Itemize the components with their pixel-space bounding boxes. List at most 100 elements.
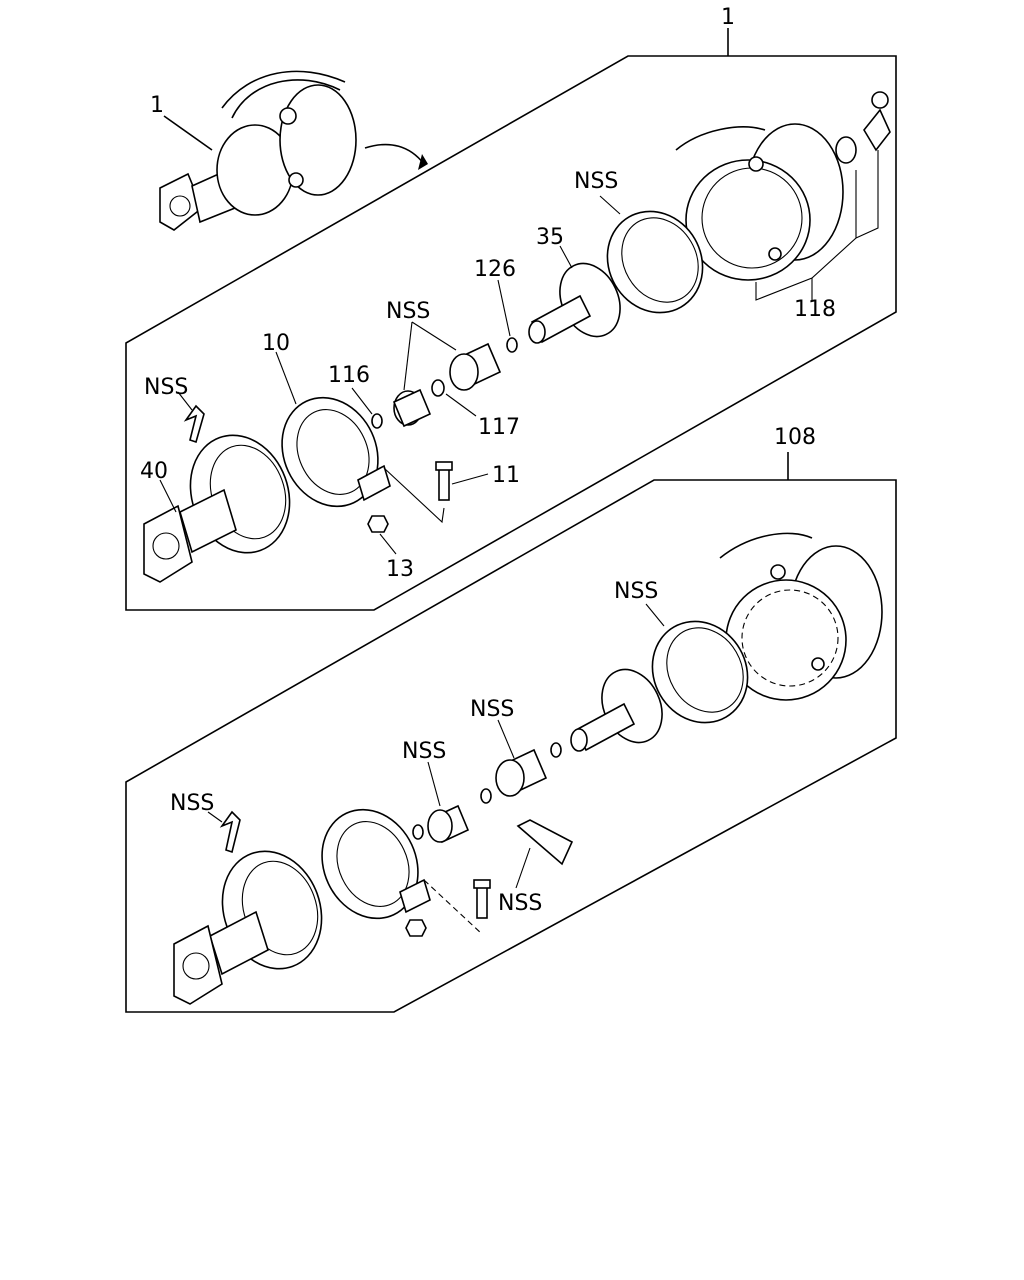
inset-housing-rear	[279, 84, 357, 196]
bottom-boot-front	[495, 759, 525, 797]
bottom-clamp-outer	[321, 808, 419, 920]
washer-126	[506, 337, 518, 353]
leader-nss-bush-b	[403, 321, 413, 391]
bottom-piston	[550, 668, 663, 758]
bottom-tube-flange-hole	[182, 952, 210, 980]
assembled-inset-view: 1	[150, 70, 428, 231]
leader-13	[379, 533, 397, 555]
label-nss-top-pin: NSS	[144, 375, 188, 400]
leader-40	[159, 479, 177, 513]
inset-fitting	[279, 107, 297, 125]
part-13-nut: 13	[367, 515, 414, 582]
bolt-11-axis	[383, 467, 445, 524]
part-10-clamp: 10	[262, 331, 391, 508]
leader-nss-bot-pin	[207, 811, 223, 823]
clamp-10-lug	[357, 464, 391, 502]
leader-126	[497, 279, 511, 337]
top-housing-rim	[685, 159, 811, 281]
inset-direction-arrow	[364, 143, 425, 165]
label-35: 35	[536, 225, 564, 250]
leader-nss-bush-a	[411, 321, 457, 351]
inset-hose	[231, 79, 341, 119]
bottom-flange-tube: NSS	[170, 791, 323, 1005]
label-nss-bot-boot: NSS	[470, 697, 514, 722]
bottom-nut	[405, 919, 427, 937]
bottom-housing-hose	[719, 532, 813, 559]
top-seal-ring-outer	[606, 210, 704, 314]
bottom-panel-frame	[125, 479, 897, 1013]
top-pin	[183, 404, 205, 444]
bottom-clamp-lug	[399, 878, 431, 914]
label-13: 13	[386, 557, 414, 582]
bolt-11-shank	[438, 465, 450, 501]
bottom-washer	[550, 742, 562, 758]
leader-10	[275, 351, 297, 405]
top-elbow-fitting	[863, 108, 891, 152]
part-116-clip: 116	[328, 363, 383, 429]
top-oring	[835, 136, 857, 164]
top-panel-frame	[125, 55, 897, 611]
label-40: 40	[140, 459, 168, 484]
inset-flange	[159, 172, 203, 231]
bolt-11-head	[435, 461, 453, 471]
label-assy-top: 1	[721, 5, 735, 30]
bottom-clamp	[321, 808, 491, 937]
top-fitting-cap	[871, 91, 889, 109]
top-housing-lug	[768, 247, 782, 261]
inset-arrow-head	[418, 154, 428, 170]
bottom-tube-pipe	[209, 910, 269, 976]
leader-nss-top-ring	[599, 195, 621, 215]
inset-flange-hole	[169, 195, 191, 217]
label-11: 11	[492, 463, 520, 488]
label-nss-bot-ring: NSS	[614, 579, 658, 604]
inset-bolt	[288, 172, 304, 188]
part-35-piston: 35	[528, 225, 621, 344]
bottom-housing-bore	[741, 589, 839, 687]
tube-40-pipe	[179, 488, 237, 554]
top-bushing-body	[392, 388, 432, 428]
bottom-tool-body	[516, 819, 574, 866]
leader-nss-bot-boot	[497, 719, 515, 759]
bottom-boot: NSS	[470, 697, 548, 804]
clamp-10-outer	[281, 396, 379, 508]
top-housing-port	[748, 156, 764, 172]
bottom-clamp-inner	[336, 821, 410, 907]
label-assy-inset: 1	[150, 93, 164, 118]
label-117: 117	[478, 415, 520, 440]
bottom-housing-lug	[811, 657, 825, 671]
bottom-bushing-front	[427, 809, 453, 843]
assy-inset-leader	[163, 115, 213, 151]
label-nss-bot-pin: NSS	[170, 791, 214, 816]
bottom-bolt-shank	[476, 883, 488, 919]
label-nss-top-ring: NSS	[574, 169, 618, 194]
label-nss-bot-bushing: NSS	[402, 739, 446, 764]
tube-40-flange	[143, 504, 193, 583]
bottom-tube-flange	[173, 924, 223, 1005]
part-40-flange-tube: 40 NSS	[140, 375, 291, 583]
top-bushings: NSS 117	[386, 299, 520, 440]
bottom-clip	[412, 824, 424, 840]
inset-hose-inner	[221, 70, 346, 109]
leader-116	[351, 387, 373, 415]
clamp-10-inner	[296, 409, 370, 495]
bottom-seal-ring-inner	[666, 627, 744, 713]
bracket-118b	[855, 150, 879, 239]
piston-35-end	[528, 320, 546, 344]
bottom-seal-ring: NSS	[614, 579, 749, 724]
label-116: 116	[328, 363, 370, 388]
part-126-washer: 126	[474, 257, 518, 353]
part-11-bolt: 11	[383, 461, 520, 524]
nut-13	[367, 515, 389, 533]
leader-nss-top-pin	[177, 391, 193, 411]
bottom-oring	[480, 788, 492, 804]
leader-117	[445, 393, 477, 417]
leader-nss-bot-bushing	[427, 761, 441, 807]
bottom-housing-port	[770, 564, 786, 580]
leader-35	[559, 245, 573, 269]
leader-nss-bot-tool	[515, 847, 531, 889]
label-126: 126	[474, 257, 516, 282]
clip-116	[371, 413, 383, 429]
top-assembly-panel: 1	[125, 5, 897, 611]
bottom-seal-ring-outer	[651, 620, 749, 724]
